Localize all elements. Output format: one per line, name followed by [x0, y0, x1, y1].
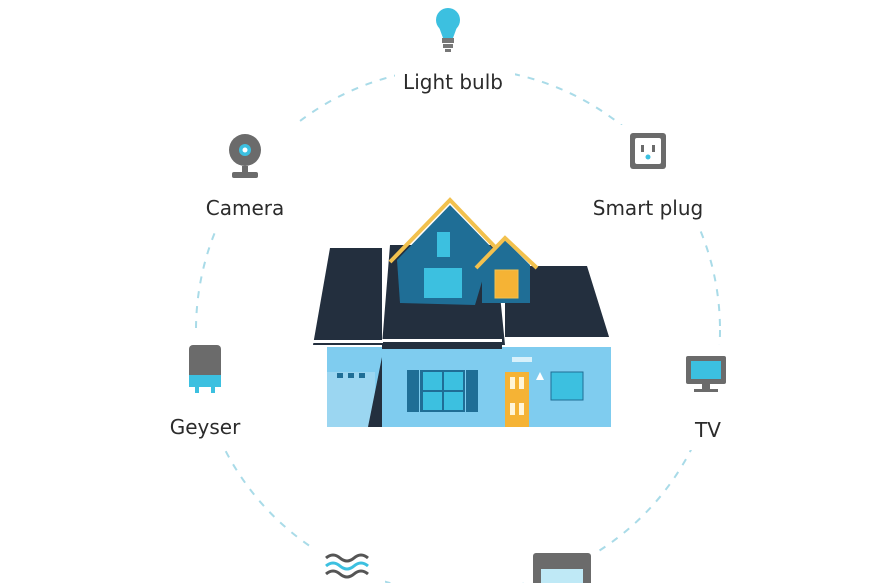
geyser-icon — [189, 345, 221, 393]
device-label-camera: Camera — [205, 196, 285, 220]
appliance-icon — [533, 553, 591, 583]
device-label-tv: TV — [695, 418, 721, 442]
device-label-smart-plug: Smart plug — [592, 196, 704, 220]
smart-plug-icon — [630, 133, 666, 169]
tv-icon — [686, 356, 726, 392]
camera-icon — [229, 134, 261, 178]
light-bulb-icon — [436, 8, 460, 52]
air-waves-icon — [325, 553, 369, 579]
device-label-geyser: Geyser — [169, 415, 241, 439]
device-label-light-bulb: Light bulb — [403, 70, 503, 94]
house-illustration — [313, 197, 611, 427]
